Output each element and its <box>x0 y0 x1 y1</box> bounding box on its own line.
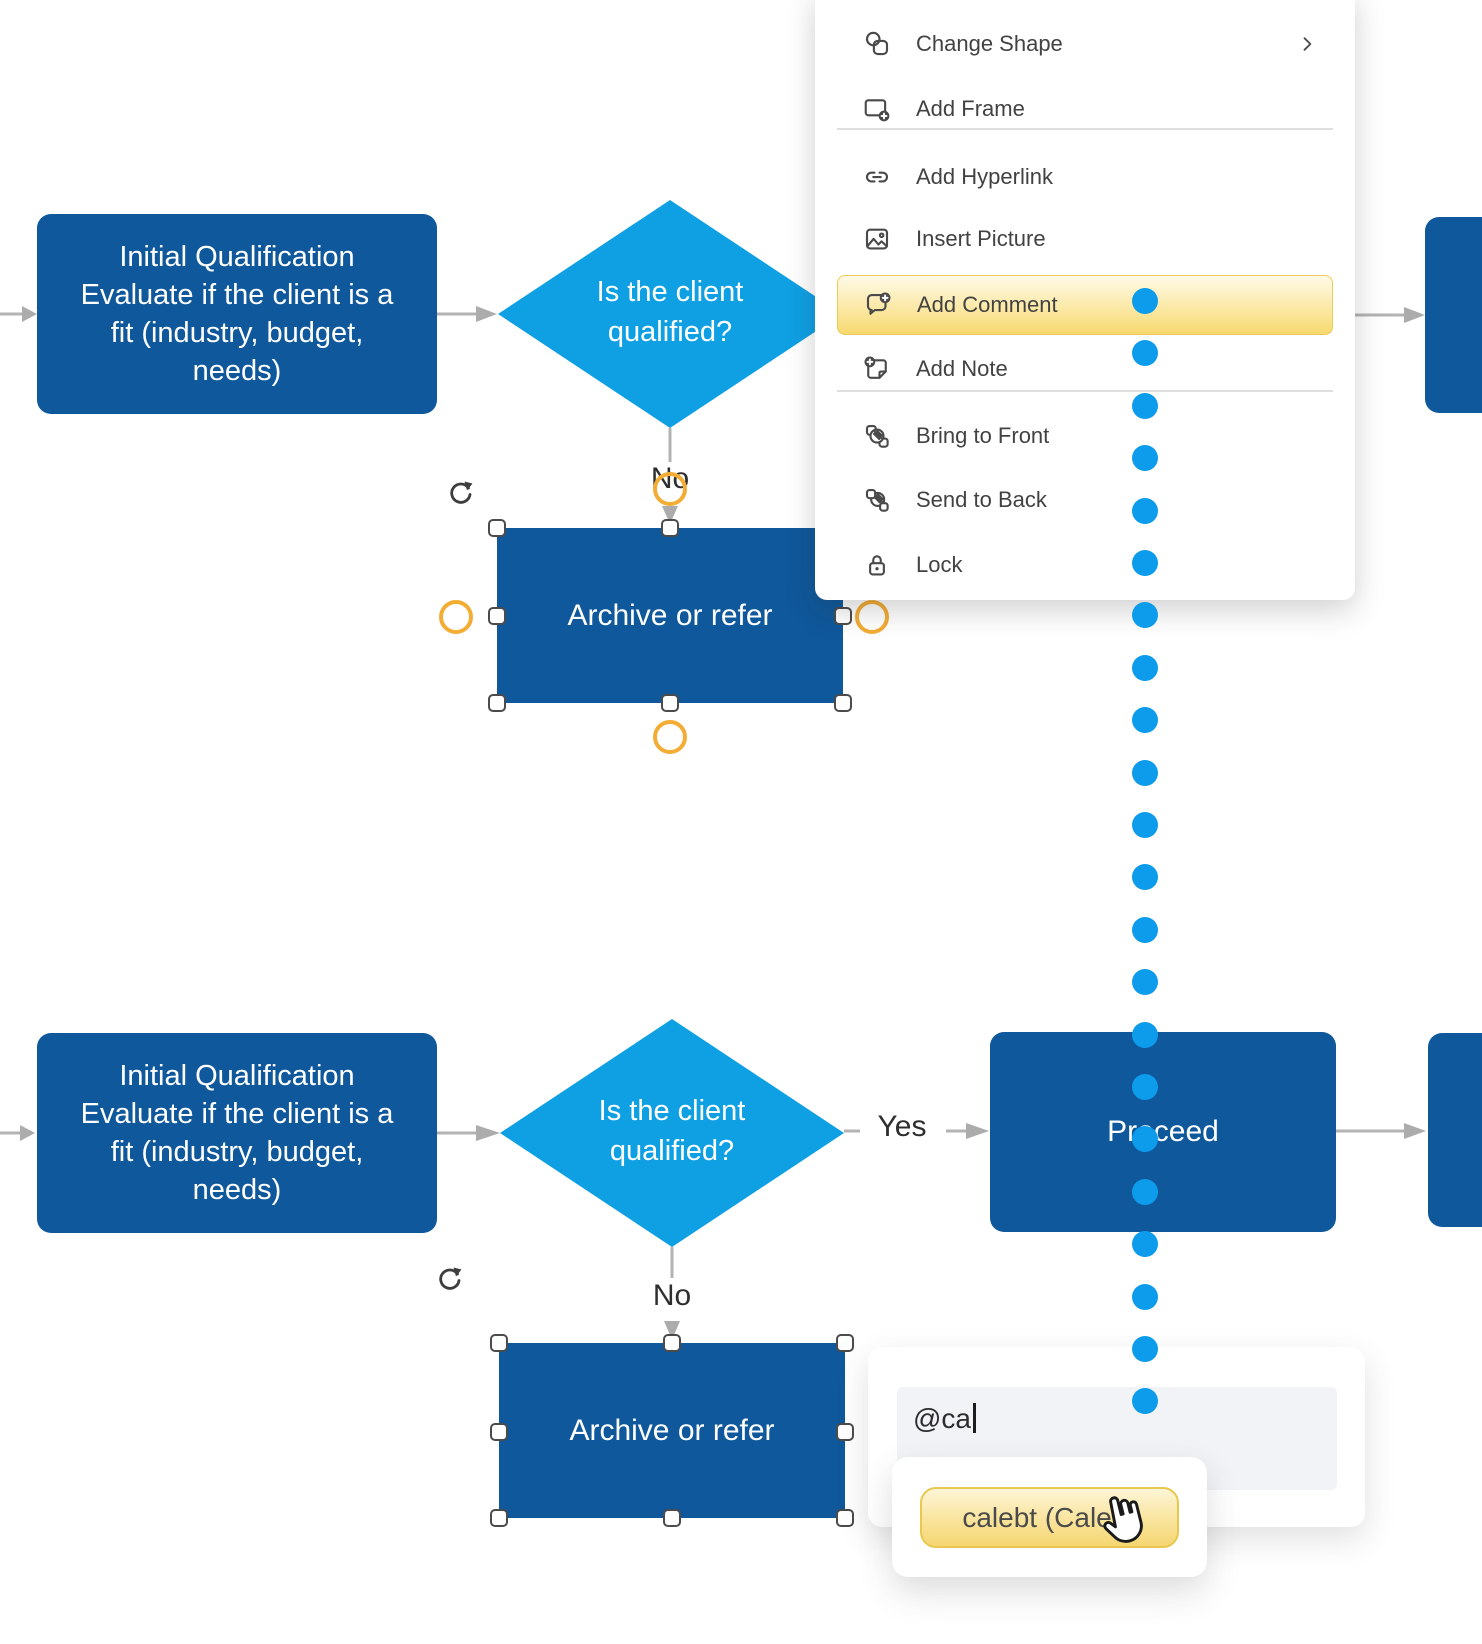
menu-item-insert-picture[interactable]: Insert Picture <box>837 209 1333 269</box>
menu-item-label: Add Note <box>916 356 1008 381</box>
resize-handle[interactable] <box>834 607 852 625</box>
menu-item-label: Add Comment <box>917 292 1058 317</box>
resize-handle[interactable] <box>490 1509 508 1527</box>
resize-handle[interactable] <box>488 694 506 712</box>
menu-item-label: Lock <box>916 552 963 577</box>
resize-handle[interactable] <box>490 1334 508 1352</box>
comment-trail-dot <box>1132 340 1158 367</box>
decision-text-bottom: Is the client qualified? <box>598 1095 746 1167</box>
menu-divider <box>837 128 1333 130</box>
node-text: Initial Qualification Evaluate if the cl… <box>80 241 394 387</box>
comment-trail-dot <box>1132 707 1158 734</box>
comment-input-value: @ca <box>913 1403 971 1434</box>
comment-trail-dot <box>1132 1074 1158 1100</box>
comment-trail-dot <box>1132 1178 1158 1205</box>
comment-trail-dot <box>1132 1388 1158 1415</box>
lock-icon <box>862 548 896 582</box>
add-comment-icon <box>863 288 897 322</box>
menu-item-add-comment[interactable]: Add Comment <box>837 275 1333 335</box>
flow-node-initial-qualification-top[interactable]: Initial Qualification Evaluate if the cl… <box>37 214 437 414</box>
flow-node-archive-bottom[interactable]: Archive or refer <box>499 1343 845 1518</box>
menu-item-lock[interactable]: Lock <box>837 535 1333 595</box>
comment-trail-dot <box>1132 864 1158 891</box>
menu-item-label: Insert Picture <box>916 226 1046 251</box>
comment-trail-dot <box>1132 654 1158 681</box>
comment-trail-dot <box>1132 812 1158 838</box>
menu-item-add-frame[interactable]: Add Frame <box>837 79 1333 139</box>
menu-item-label: Change Shape <box>916 31 1063 56</box>
flow-node-next-partial-top[interactable] <box>1425 217 1482 413</box>
resize-handle[interactable] <box>834 694 852 712</box>
flow-node-initial-qualification-bottom[interactable]: Initial Qualification Evaluate if the cl… <box>37 1033 437 1233</box>
comment-trail-dot <box>1132 1021 1158 1048</box>
text-caret <box>973 1403 976 1433</box>
rotate-handle-icon[interactable] <box>442 474 478 510</box>
menu-item-add-hyperlink[interactable]: Add Hyperlink <box>837 147 1333 207</box>
connection-point-right[interactable] <box>855 600 889 634</box>
rotate-handle-icon[interactable] <box>431 1260 467 1296</box>
resize-handle[interactable] <box>490 1423 508 1441</box>
connection-point-left[interactable] <box>439 600 473 634</box>
comment-trail-dot <box>1132 288 1158 314</box>
edge-label-no-bottom: No <box>652 1279 692 1312</box>
comment-trail-dot <box>1132 392 1158 419</box>
bring-to-front-icon <box>862 419 896 453</box>
comment-trail-dot <box>1132 602 1158 629</box>
flow-node-proceed-bottom[interactable]: Proceed <box>990 1032 1336 1232</box>
menu-divider <box>837 390 1333 392</box>
mention-suggestion-calebt[interactable]: calebt (Caleb) <box>920 1487 1179 1548</box>
resize-handle[interactable] <box>836 1423 854 1441</box>
node-text: Initial Qualification Evaluate if the cl… <box>80 1060 394 1206</box>
resize-handle[interactable] <box>836 1509 854 1527</box>
edge-label-yes: Yes <box>877 1110 927 1143</box>
resize-handle[interactable] <box>661 519 679 537</box>
comment-trail-dot <box>1132 969 1158 996</box>
mention-dropdown: calebt (Caleb) <box>892 1457 1207 1577</box>
comment-trail-dot <box>1132 445 1158 472</box>
comment-trail-dot <box>1132 497 1158 524</box>
hand-cursor-icon <box>1089 1486 1156 1556</box>
add-note-icon <box>862 352 896 386</box>
comment-trail-dot <box>1132 1231 1158 1258</box>
resize-handle[interactable] <box>488 519 506 537</box>
connection-point-top[interactable] <box>653 472 687 506</box>
resize-handle[interactable] <box>488 607 506 625</box>
flow-node-next-partial-bottom[interactable] <box>1428 1033 1482 1227</box>
decision-diamond-bottom[interactable] <box>500 1019 844 1247</box>
send-to-back-icon <box>862 483 896 517</box>
decision-text-top: Is the client qualified? <box>596 276 744 348</box>
context-menu: Change Shape Add Frame Add Hyperlink Ins… <box>815 0 1355 600</box>
comment-trail-dot <box>1132 916 1158 943</box>
menu-item-label: Send to Back <box>916 487 1047 512</box>
comment-trail-dot <box>1132 550 1158 576</box>
comment-trail-dot <box>1132 1336 1158 1362</box>
insert-picture-icon <box>862 222 896 256</box>
flow-node-archive-top[interactable]: Archive or refer <box>497 528 843 703</box>
resize-handle[interactable] <box>663 1334 681 1352</box>
menu-item-bring-to-front[interactable]: Bring to Front <box>837 406 1333 466</box>
chevron-right-icon <box>1297 34 1317 54</box>
change-shape-icon <box>862 27 896 61</box>
resize-handle[interactable] <box>663 1509 681 1527</box>
menu-item-add-note[interactable]: Add Note <box>837 339 1333 399</box>
resize-handle[interactable] <box>836 1334 854 1352</box>
connection-point-bottom[interactable] <box>653 720 687 754</box>
resize-handle[interactable] <box>661 694 679 712</box>
menu-item-send-to-back[interactable]: Send to Back <box>837 470 1333 530</box>
decision-diamond-top[interactable] <box>498 200 842 428</box>
comment-trail-dot <box>1132 1283 1158 1310</box>
add-frame-icon <box>862 92 896 126</box>
menu-item-change-shape[interactable]: Change Shape <box>837 14 1333 74</box>
menu-item-label: Bring to Front <box>916 423 1050 448</box>
comment-trail-dot <box>1132 759 1158 786</box>
menu-item-label: Add Frame <box>916 96 1025 121</box>
menu-item-label: Add Hyperlink <box>916 164 1053 189</box>
add-hyperlink-icon <box>862 160 896 194</box>
comment-trail-dot <box>1132 1126 1158 1153</box>
